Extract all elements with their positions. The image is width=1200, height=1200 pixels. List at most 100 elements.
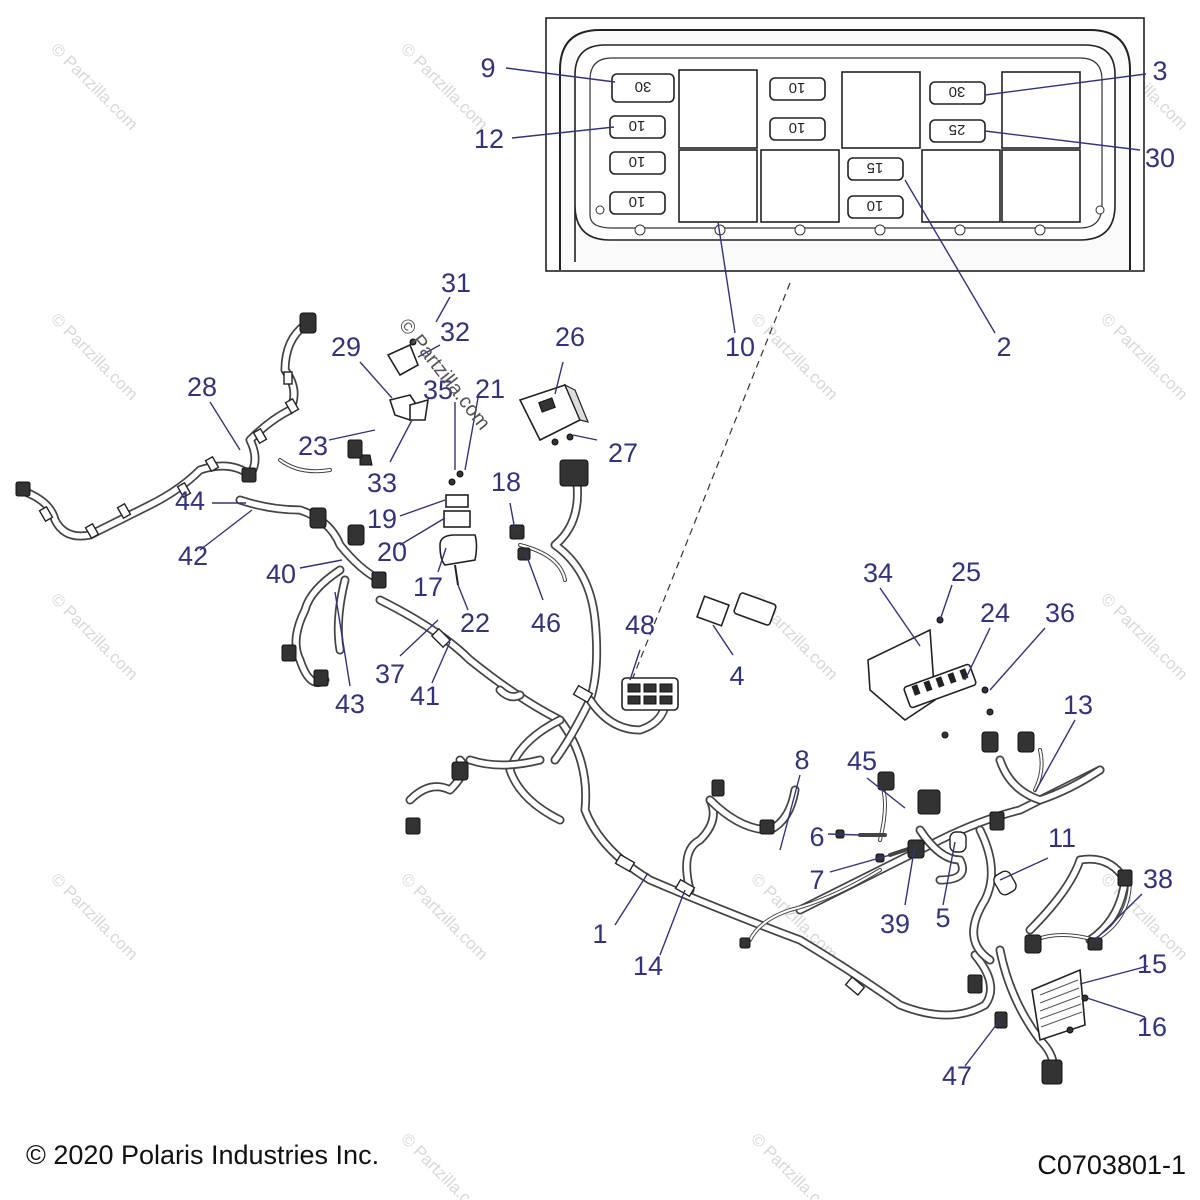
fuse: 25 xyxy=(929,119,986,143)
callout-30: 30 xyxy=(1145,143,1175,173)
watermark: © Partzilla.com xyxy=(47,309,141,403)
watermark: © Partzilla.com xyxy=(747,1129,841,1200)
main-harness xyxy=(375,465,1130,1085)
watermark: © Partzilla.com xyxy=(47,39,141,133)
fuse: 10 xyxy=(609,151,666,175)
fuse-rating: 10 xyxy=(629,153,646,170)
connectors xyxy=(15,312,1133,1085)
fuse-rating: 10 xyxy=(867,197,884,214)
watermark: © Partzilla.com xyxy=(397,1129,491,1200)
callout-20: 20 xyxy=(377,537,407,567)
fuse: 10 xyxy=(609,191,666,215)
harness-clamps xyxy=(38,371,1017,996)
watermark: © Partzilla.com xyxy=(397,869,491,963)
callout-11: 11 xyxy=(1048,823,1076,853)
relay xyxy=(678,149,758,223)
callout-43: 43 xyxy=(335,689,365,719)
fuse: 30 xyxy=(929,81,986,105)
callout-2: 2 xyxy=(996,332,1011,362)
fuse-rating: 10 xyxy=(789,119,806,136)
fuse: 10 xyxy=(847,195,904,219)
fuse-block-48 xyxy=(621,677,679,711)
callout-28: 28 xyxy=(187,372,217,402)
relay xyxy=(1001,71,1081,149)
callout-14: 14 xyxy=(633,951,663,981)
callout-6: 6 xyxy=(809,822,824,852)
callout-24: 24 xyxy=(980,598,1010,628)
copyright-text: © 2020 Polaris Industries Inc. xyxy=(26,1140,380,1170)
watermark: © Partzilla.com xyxy=(1097,309,1191,403)
callout-36: 36 xyxy=(1045,598,1075,628)
callout-7: 7 xyxy=(809,865,824,895)
callout-48: 48 xyxy=(625,610,655,640)
callout-23: 23 xyxy=(298,431,328,461)
fuse: 10 xyxy=(769,77,826,101)
callout-12: 12 xyxy=(474,124,504,154)
callout-26: 26 xyxy=(555,322,585,352)
fuse: 10 xyxy=(769,117,826,141)
callout-35: 35 xyxy=(423,375,453,405)
callout-17: 17 xyxy=(413,572,443,602)
fuse-rating: 10 xyxy=(629,117,646,134)
fuse-rating: 15 xyxy=(867,159,884,176)
callout-39: 39 xyxy=(880,909,910,939)
callout-25: 25 xyxy=(951,557,981,587)
leader-lines xyxy=(199,67,1149,1067)
callout-13: 13 xyxy=(1063,690,1093,720)
bracket-34-and-terminal-block-24 xyxy=(867,616,994,739)
relay xyxy=(1001,149,1081,223)
callout-29: 29 xyxy=(331,332,361,362)
relay xyxy=(760,149,840,223)
fuse-rating: 10 xyxy=(789,79,806,96)
fuse-rating: 30 xyxy=(635,78,652,95)
relay xyxy=(841,71,921,149)
sub-harness-leads xyxy=(278,458,1132,943)
callout-10: 10 xyxy=(725,332,755,362)
callout-3: 3 xyxy=(1152,56,1167,86)
callout-9: 9 xyxy=(480,53,495,83)
callout-8: 8 xyxy=(794,745,809,775)
drawing-code: C0703801-1 xyxy=(1037,1150,1186,1180)
relay-4 xyxy=(695,592,777,627)
fuse: 15 xyxy=(847,157,904,181)
callout-16: 16 xyxy=(1137,1012,1167,1042)
fuse: 30 xyxy=(611,73,675,103)
callout-47: 47 xyxy=(942,1061,972,1091)
callout-42: 42 xyxy=(178,541,208,571)
callout-46: 46 xyxy=(531,608,561,638)
tray-notches xyxy=(595,205,1105,236)
callout-33: 33 xyxy=(367,468,397,498)
callout-19: 19 xyxy=(367,504,397,534)
callout-5: 5 xyxy=(935,903,950,933)
watermark: © Partzilla.com xyxy=(747,869,841,963)
left-harness xyxy=(15,320,525,805)
callout-15: 15 xyxy=(1137,949,1167,979)
fuse-rating: 30 xyxy=(949,83,966,100)
fuse-box-inset: 30 10 10 10 10 10 30 25 xyxy=(545,17,1145,272)
callout-31: 31 xyxy=(441,268,471,298)
callout-1: 1 xyxy=(592,919,607,949)
bracket-parts-29-33 xyxy=(359,338,429,466)
callout-38: 38 xyxy=(1143,864,1173,894)
fuse-rating: 10 xyxy=(629,193,646,210)
ecu-module-26 xyxy=(518,383,590,446)
relay xyxy=(921,149,1001,223)
callout-18: 18 xyxy=(491,467,521,497)
watermark: © Partzilla.com xyxy=(47,869,141,963)
callout-41: 41 xyxy=(410,681,440,711)
callout-37: 37 xyxy=(375,659,405,689)
callout-34: 34 xyxy=(863,558,893,588)
module-15 xyxy=(1031,968,1089,1042)
fuse-rating: 25 xyxy=(949,121,966,138)
callout-44: 44 xyxy=(175,486,205,516)
callout-40: 40 xyxy=(266,559,296,589)
callout-4: 4 xyxy=(729,661,744,691)
fuse: 10 xyxy=(609,115,666,139)
callout-45: 45 xyxy=(847,746,877,776)
watermark: © Partzilla.com xyxy=(47,589,141,683)
callout-32: 32 xyxy=(440,317,470,347)
module-17 xyxy=(439,470,478,586)
watermark: © Partzilla.com xyxy=(397,39,491,133)
callout-27: 27 xyxy=(608,438,638,468)
